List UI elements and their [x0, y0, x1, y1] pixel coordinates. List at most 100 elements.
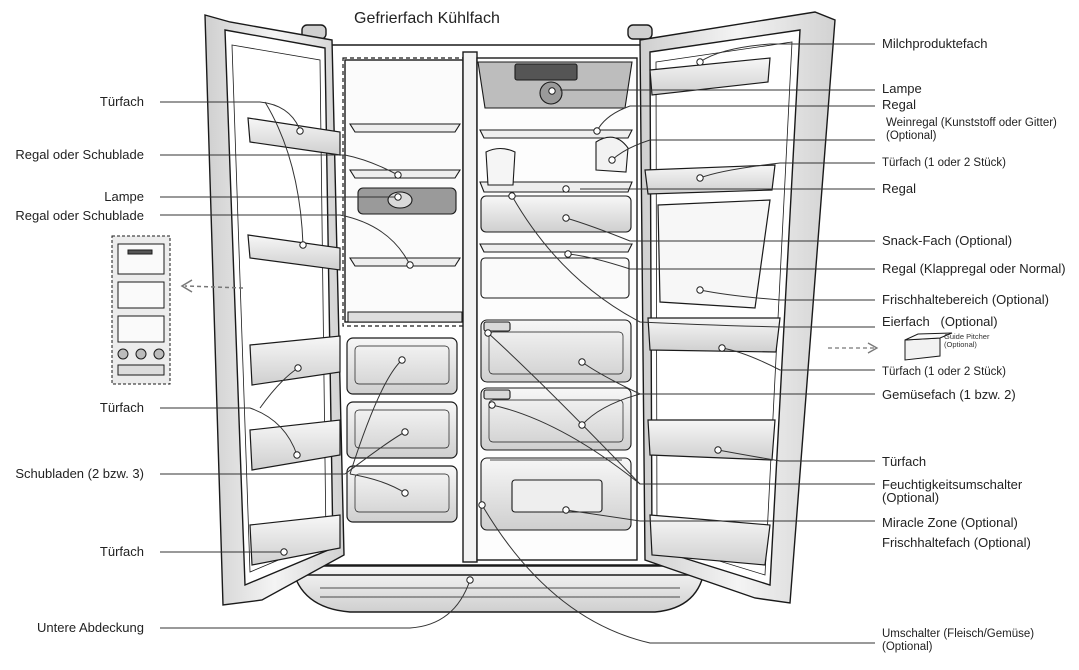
freezer-door-bins	[247, 117, 341, 566]
label-right-lampe: Lampe	[882, 81, 922, 96]
label-weinregal-text: Weinregal (Kunststoff oder Gitter)	[886, 117, 1057, 129]
leader-dot-13	[548, 87, 556, 95]
label-tuerfach-right-1: Türfach (1 oder 2 Stück)	[882, 157, 1006, 169]
leader-line-0	[160, 101, 301, 131]
leader-line-21	[511, 195, 875, 328]
leader-line-11	[160, 579, 471, 629]
label-umschalter: Umschalter (Fleisch/Gemüse) (Optional)	[882, 628, 1034, 654]
label-eierfach: Eierfach (Optional)	[882, 315, 998, 328]
label-right-regal-2: Regal	[882, 181, 916, 196]
label-guide-pitcher-text: Guide Pitcher	[944, 332, 990, 341]
label-umschalter-optional: (Optional)	[882, 641, 933, 653]
leader-dot-29	[478, 501, 486, 509]
label-left-regal-schublade-2: Regal oder Schublade	[15, 208, 144, 223]
leader-dot-4	[406, 261, 414, 269]
leader-dot-5	[293, 451, 301, 459]
leader-dot-10	[280, 548, 288, 556]
leader-line-2	[160, 154, 399, 176]
leader-dot-11	[466, 576, 474, 584]
label-eierfach-optional: (Optional)	[940, 314, 998, 329]
label-feuchtigkeitsumschalter: Feuchtigkeitsumschalter (Optional)	[882, 478, 1022, 504]
label-feuchtigkeit-optional: (Optional)	[882, 490, 940, 505]
leader-line-14	[596, 105, 875, 132]
label-umschalter-text: Umschalter (Fleisch/Gemüse)	[882, 628, 1035, 640]
leader-dot-17	[562, 185, 570, 193]
fridge-door	[639, 11, 836, 604]
label-feuchtigkeit-text: Feuchtigkeitsumschalter	[882, 477, 1023, 492]
leader-dot-22	[718, 344, 726, 352]
label-snack-fach: Snack-Fach (Optional)	[882, 233, 1013, 248]
freezer-inset	[111, 235, 171, 385]
label-left-lampe: Lampe	[104, 189, 144, 204]
leader-dot-24	[578, 358, 586, 366]
label-gemuesefach: Gemüsefach (1 bzw. 2)	[882, 387, 1016, 402]
leader-line-22	[721, 347, 875, 371]
leader-line-6	[259, 367, 299, 409]
label-left-tuerfach-3: Türfach	[99, 544, 144, 559]
label-guide-pitcher: Guide Pitcher (Optional)	[944, 333, 989, 349]
leader-line-29	[481, 504, 875, 644]
leader-dot-12	[696, 58, 704, 66]
leader-dot-6	[294, 364, 302, 372]
label-guide-pitcher-optional: (Optional)	[944, 340, 977, 349]
leader-dot-23	[578, 421, 586, 429]
leader-dot-2	[394, 171, 402, 179]
leader-dot-9	[398, 356, 406, 364]
fridge-door-bins	[644, 57, 781, 566]
label-left-untere-abdeckung: Untere Abdeckung	[37, 620, 144, 635]
label-regal-klappregal: Regal (Klappregal oder Normal)	[882, 261, 1066, 276]
guide-pitcher-inset	[904, 332, 953, 361]
label-left-tuerfach-1: Türfach	[99, 94, 144, 109]
label-frischhaltefach: Frischhaltefach (Optional)	[882, 535, 1031, 550]
label-right-regal-1: Regal	[882, 97, 916, 112]
label-left-schubladen: Schubladen (2 bzw. 3)	[15, 466, 144, 481]
leader-dot-19	[564, 250, 572, 258]
label-eierfach-text: Eierfach	[882, 314, 930, 329]
label-milchproduktefach: Milchproduktefach	[882, 36, 988, 51]
leader-dot-7	[401, 428, 409, 436]
leader-line-8	[349, 473, 406, 494]
leader-dot-15	[608, 156, 616, 164]
leader-lines	[160, 43, 875, 644]
leader-line-9	[349, 359, 403, 475]
label-miracle-zone: Miracle Zone (Optional)	[882, 515, 1018, 530]
leader-dot-14	[593, 127, 601, 135]
freezer-shelves	[347, 123, 463, 323]
leader-dot-25	[714, 446, 722, 454]
leader-dot-26	[488, 401, 496, 409]
label-left-regal-schublade-1: Regal oder Schublade	[15, 147, 144, 162]
fridge-interior	[477, 61, 633, 531]
label-frischhaltebereich: Frischhaltebereich (Optional)	[882, 292, 1049, 307]
leader-line-20	[699, 289, 875, 301]
leader-line-15	[611, 139, 875, 161]
leader-line-5	[160, 407, 298, 456]
label-weinregal: Weinregal (Kunststoff oder Gitter) (Opti…	[886, 117, 1057, 143]
leader-line-16	[699, 162, 875, 179]
leader-dot-20	[696, 286, 704, 294]
label-left-tuerfach-2: Türfach	[99, 400, 144, 415]
leader-line-18	[565, 217, 875, 242]
diagram-title: Gefrierfach Kühlfach	[354, 10, 500, 27]
leader-line-27	[487, 332, 641, 485]
leader-line-4	[160, 214, 411, 266]
leader-dot-1	[299, 241, 307, 249]
label-tuerfach-right-2: Türfach (1 oder 2 Stück)	[882, 366, 1006, 378]
leader-line-12	[699, 43, 875, 63]
leader-line-28	[565, 509, 875, 522]
leader-line-26	[491, 404, 875, 485]
inset-arrow	[180, 279, 244, 293]
leader-line-24	[581, 361, 641, 395]
leader-dot-0	[296, 127, 304, 135]
leader-line-25	[717, 449, 875, 462]
label-right-tuerfach-3: Türfach	[882, 454, 927, 469]
guide-arrow	[828, 342, 879, 354]
leader-dot-28	[562, 506, 570, 514]
leader-dot-16	[696, 174, 704, 182]
label-weinregal-optional: (Optional)	[886, 130, 937, 142]
leader-dot-21	[508, 192, 516, 200]
leader-dot-18	[562, 214, 570, 222]
leader-dots	[280, 58, 726, 584]
leader-dot-3	[394, 193, 402, 201]
leader-line-7	[160, 431, 406, 475]
